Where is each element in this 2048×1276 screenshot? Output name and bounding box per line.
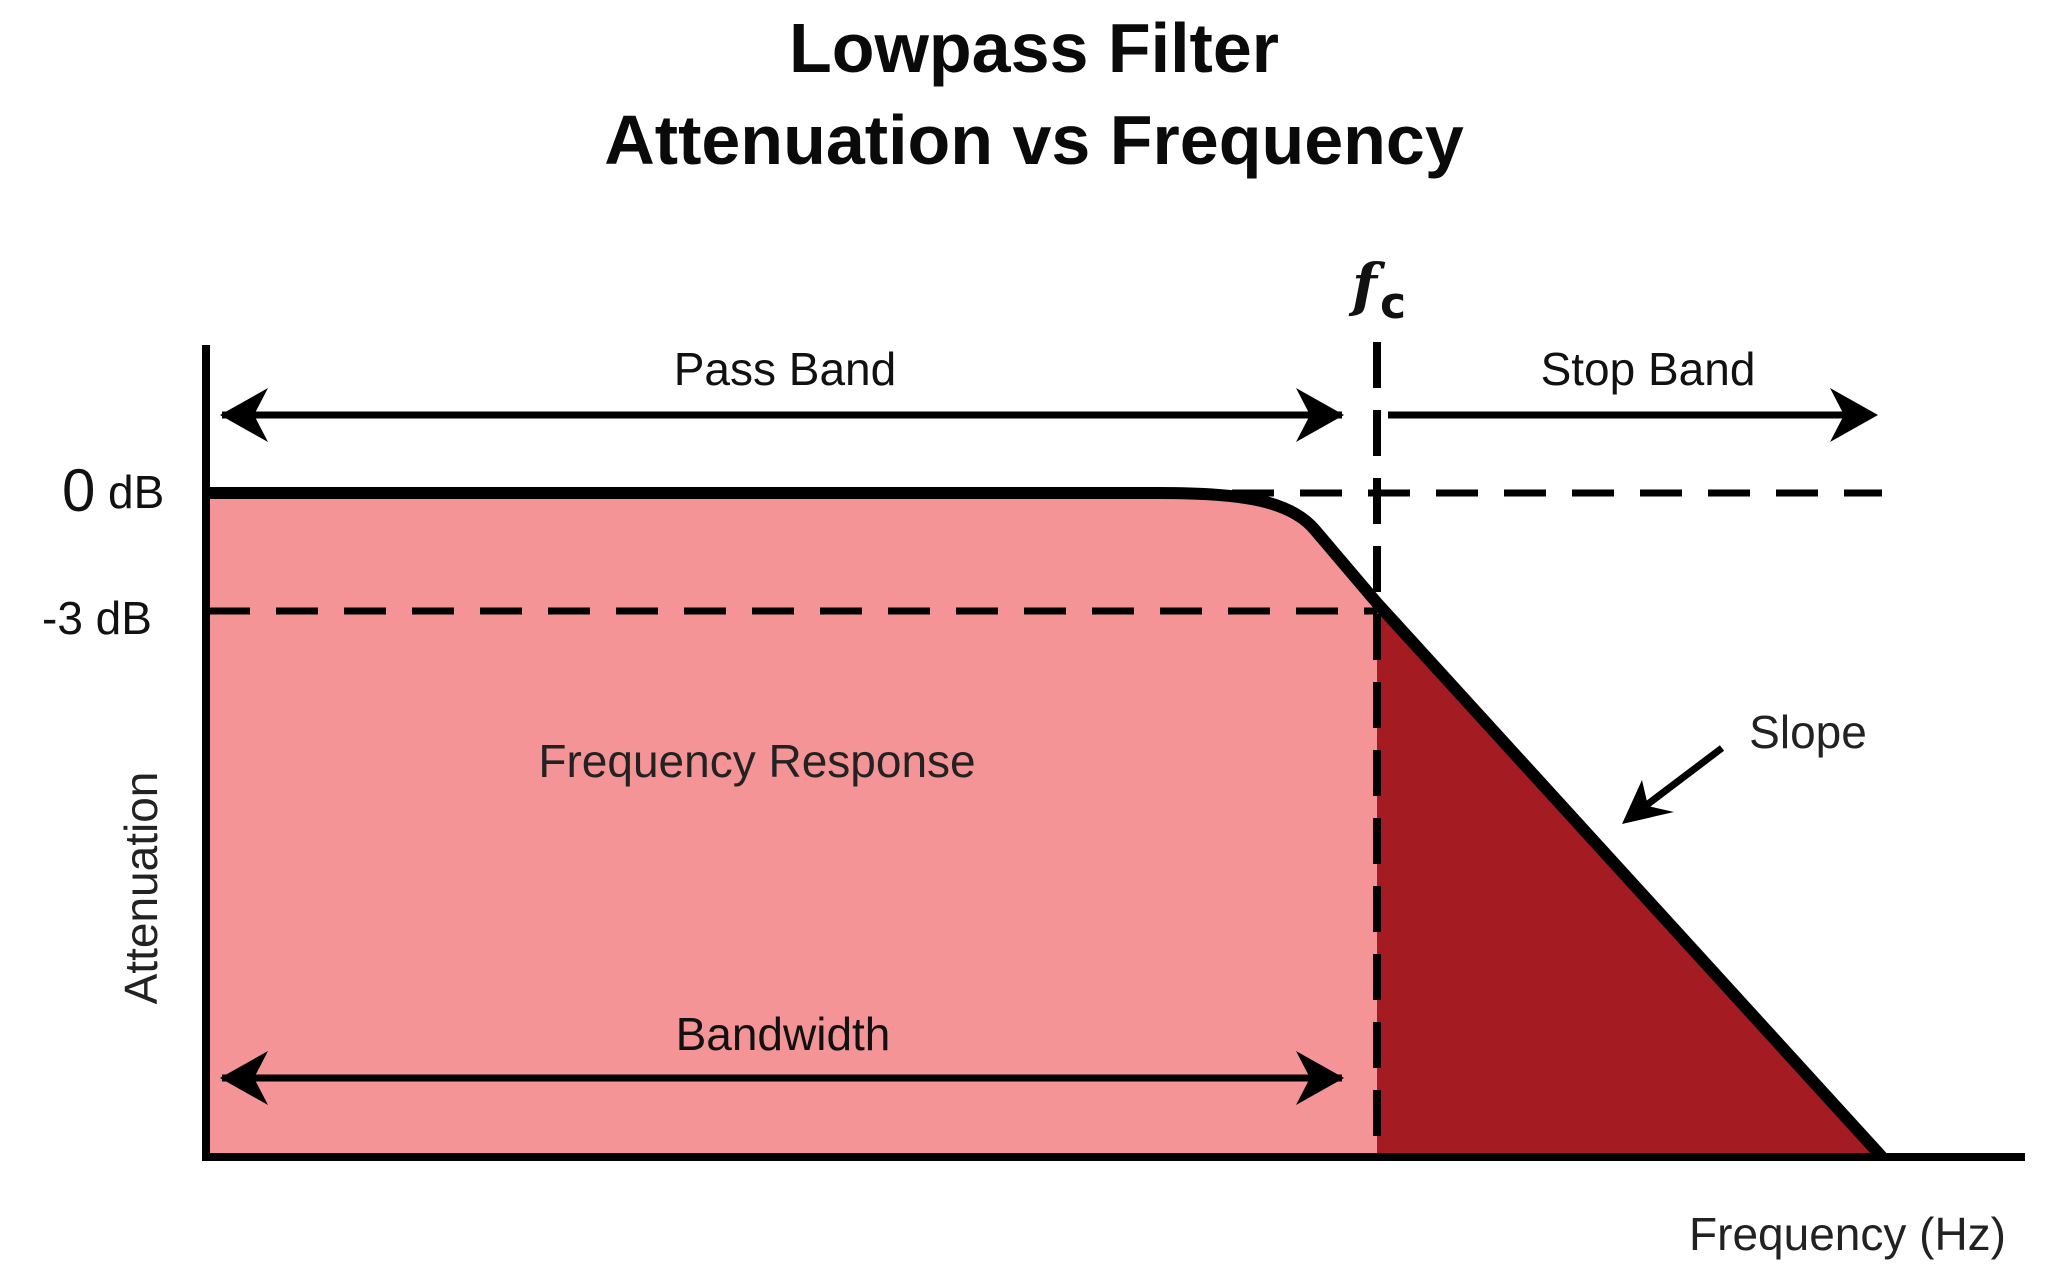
pass-band-label: Pass Band (674, 343, 896, 395)
zero-db-tick-value: 0 (62, 457, 95, 524)
frequency-response-curve (206, 487, 1887, 1162)
x-axis-label: Frequency (Hz) (1689, 1208, 2006, 1260)
bandwidth-arrowhead-right (1296, 1051, 1344, 1105)
slope-pointer-arrow (1637, 745, 1725, 813)
bandwidth-arrowhead-left (220, 1051, 268, 1105)
slope-label: Slope (1749, 706, 1867, 758)
zero-db-tick-unit: dB (108, 466, 164, 518)
pass-band-fill (205, 493, 1377, 1157)
pass-band-arrowhead-left (220, 388, 268, 442)
bandwidth-label: Bandwidth (676, 1008, 891, 1060)
slope-pointer-arrowhead (1622, 780, 1674, 824)
diagram-title-line-1: Lowpass Filter (789, 9, 1279, 87)
stop-band-arrowhead (1830, 388, 1878, 442)
stop-band-label: Stop Band (1541, 343, 1756, 395)
cutoff-frequency-subscript: c (1380, 278, 1406, 329)
diagram-title-line-2: Attenuation vs Frequency (604, 101, 1464, 179)
pass-band-arrowhead-right (1296, 388, 1344, 442)
minus-3db-tick-label: -3 dB (42, 592, 152, 644)
y-axis-label: Attenuation (115, 772, 167, 1005)
frequency-response-label: Frequency Response (538, 735, 975, 787)
